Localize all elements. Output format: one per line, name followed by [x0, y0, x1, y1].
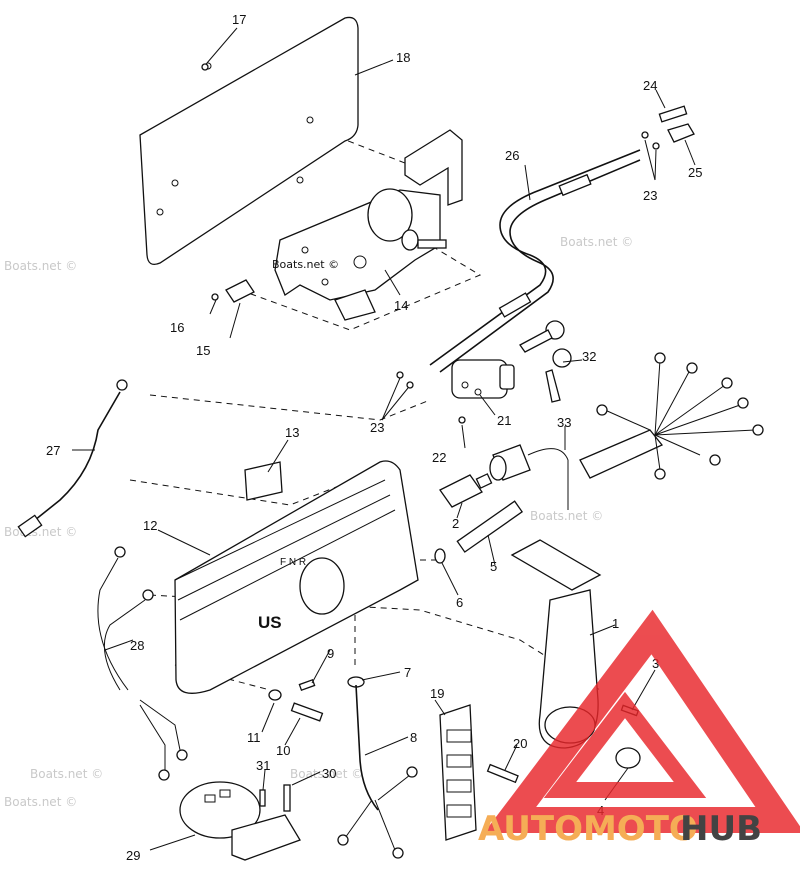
screw: [486, 763, 519, 784]
watermark-5: Boats.net ©: [530, 509, 603, 523]
callout-8: 8: [410, 730, 417, 745]
logo-text-hub: HUB: [680, 809, 762, 849]
callout-15: 15: [196, 343, 210, 358]
callout-21: 21: [497, 413, 511, 428]
retainer-parts: [201, 63, 255, 303]
housing-shift-letters: F N R: [280, 557, 306, 568]
callout-11: 11: [247, 730, 261, 745]
callout-16: 16: [170, 320, 184, 335]
lead-wire-28: [97, 546, 188, 781]
callout-32: 32: [582, 349, 596, 364]
callout-6: 6: [456, 595, 463, 610]
callout-1: 1: [612, 616, 619, 631]
fasteners: [268, 678, 324, 722]
wiring-harness: [579, 352, 764, 480]
callout-23-center: 23: [370, 420, 384, 435]
callout-5: 5: [490, 559, 497, 574]
neutral-switch: [439, 473, 493, 508]
clip: [244, 461, 283, 501]
cable-ends: [641, 105, 695, 150]
callout-7: 7: [404, 665, 411, 680]
watermark-7: Boats.net ©: [30, 767, 103, 781]
callout-3: 3: [652, 656, 659, 671]
washer: [434, 548, 446, 564]
callout-9: 9: [327, 646, 334, 661]
callout-30: 30: [322, 766, 336, 781]
callout-numbers: 1 2 3 4 5 6 7 8 9 10 11 12 13 14 15 16 1…: [46, 12, 702, 863]
callout-20: 20: [513, 736, 527, 751]
callout-13: 13: [285, 425, 299, 440]
automotohub-logo: AUTOMOTO HUB: [478, 609, 800, 849]
callout-19: 19: [430, 686, 444, 701]
ignition-switch: [451, 359, 515, 399]
terminal-block: [439, 704, 477, 841]
callout-26: 26: [505, 148, 519, 163]
shift-bracket: Boats.net ©: [272, 129, 463, 321]
callout-23-top: 23: [643, 188, 657, 203]
callout-25: 25: [688, 165, 702, 180]
washer-23-lower: [406, 381, 414, 389]
callout-14: 14: [394, 298, 408, 313]
watermark-3: Boats.net ©: [4, 795, 77, 809]
callout-10: 10: [276, 743, 290, 758]
callout-2: 2: [452, 516, 459, 531]
callout-18: 18: [396, 50, 410, 65]
control-housing: US F N R: [174, 460, 419, 694]
logo-triangle-outer: [483, 609, 800, 833]
callout-17: 17: [232, 12, 246, 27]
logo-text-automoto: AUTOMOTO: [478, 809, 698, 849]
mounting-plate: [139, 16, 359, 266]
screw-30: [283, 784, 291, 812]
washer-23-upper: [396, 371, 404, 379]
callout-22: 22: [432, 450, 446, 465]
watermark-4: Boats.net ©: [560, 235, 633, 249]
warning-horn: [179, 781, 301, 861]
callout-27: 27: [46, 443, 60, 458]
lower-harness: [337, 676, 418, 859]
housing-brand: US: [258, 613, 282, 632]
tube: [456, 500, 524, 553]
bracket-watermark: Boats.net ©: [272, 258, 339, 271]
callout-12: 12: [143, 518, 157, 533]
lanyard-switch: [489, 444, 569, 510]
callout-31: 31: [256, 758, 270, 773]
logo-triangle-inner: [543, 691, 707, 798]
callout-33: 33: [557, 415, 571, 430]
callout-28: 28: [130, 638, 144, 653]
lead-wire-27: [17, 379, 128, 538]
throttle-cables: [429, 149, 641, 373]
small-screw-22: [458, 416, 466, 424]
callout-24: 24: [643, 78, 657, 93]
callout-29: 29: [126, 848, 140, 863]
keys: [519, 320, 572, 403]
watermark-1: Boats.net ©: [4, 259, 77, 273]
watermark-2: Boats.net ©: [4, 525, 77, 539]
screw-31: [259, 789, 266, 807]
